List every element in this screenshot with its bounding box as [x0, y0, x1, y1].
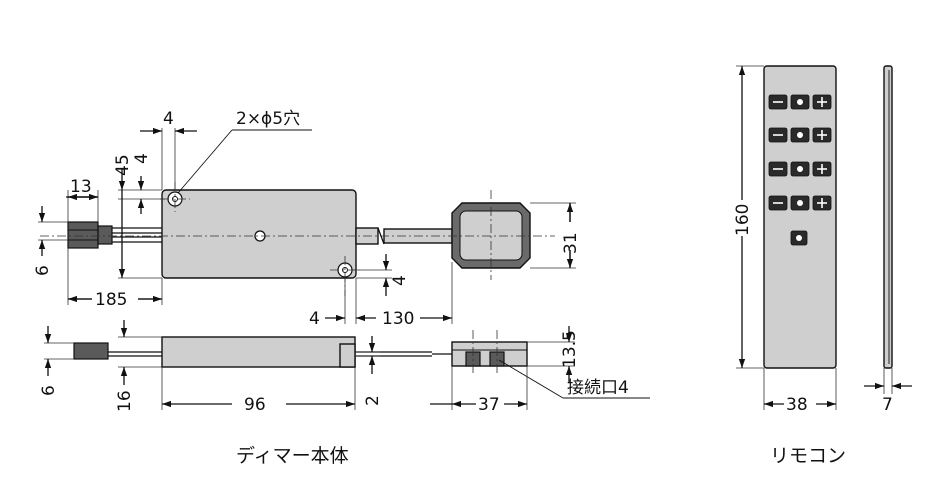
remote-front-view — [763, 65, 837, 369]
dim-4-mount-h: 4 — [309, 309, 320, 329]
dim-13: 13 — [70, 177, 92, 197]
remote-side-view — [883, 65, 893, 369]
remote-caption: リモコン — [770, 445, 846, 467]
hole-label: 2×ϕ5穴 — [236, 109, 300, 129]
dot-icon — [797, 132, 803, 138]
dimmer-caption: ディマー本体 — [236, 445, 349, 467]
dim-7: 7 — [882, 395, 893, 415]
dim-6-side: 6 — [39, 385, 59, 396]
input-wires — [112, 227, 162, 243]
dim-185: 185 — [95, 290, 127, 310]
dot-icon — [797, 200, 803, 206]
dim-13-5: 13.5 — [560, 330, 580, 368]
dot-icon — [797, 99, 803, 105]
dim-2: 2 — [363, 395, 383, 406]
top-view-dimensions: 4 2×ϕ5穴 45 4 13 6 185 — [33, 109, 581, 329]
dimmer-top-view — [40, 182, 555, 296]
dim-4-mount-v: 4 — [390, 275, 410, 286]
dim-45: 45 — [113, 154, 133, 176]
remote-dimensions: 160 38 7 — [733, 65, 912, 415]
dim-31: 31 — [561, 232, 581, 254]
dim-38: 38 — [786, 395, 808, 415]
remote-body — [763, 65, 837, 369]
dim-4-side: 4 — [132, 153, 152, 164]
side-view-dimensions: 6 16 96 2 13.5 37 接続口4 — [39, 320, 650, 415]
input-connector — [67, 221, 99, 249]
dimmer-side-view — [73, 330, 528, 376]
dim-16: 16 — [115, 390, 135, 412]
dimmer-body-side — [161, 336, 356, 368]
side-connector — [73, 342, 109, 360]
connector-label: 接続口4 — [567, 378, 629, 398]
dim-6-top: 6 — [33, 265, 53, 276]
dot-icon — [797, 166, 803, 172]
dim-96: 96 — [244, 395, 266, 415]
dim-130: 130 — [382, 309, 414, 329]
remote-side-body — [883, 65, 893, 369]
dim-4-top: 4 — [163, 109, 174, 129]
dim-160: 160 — [733, 204, 753, 236]
dim-37: 37 — [478, 395, 500, 415]
